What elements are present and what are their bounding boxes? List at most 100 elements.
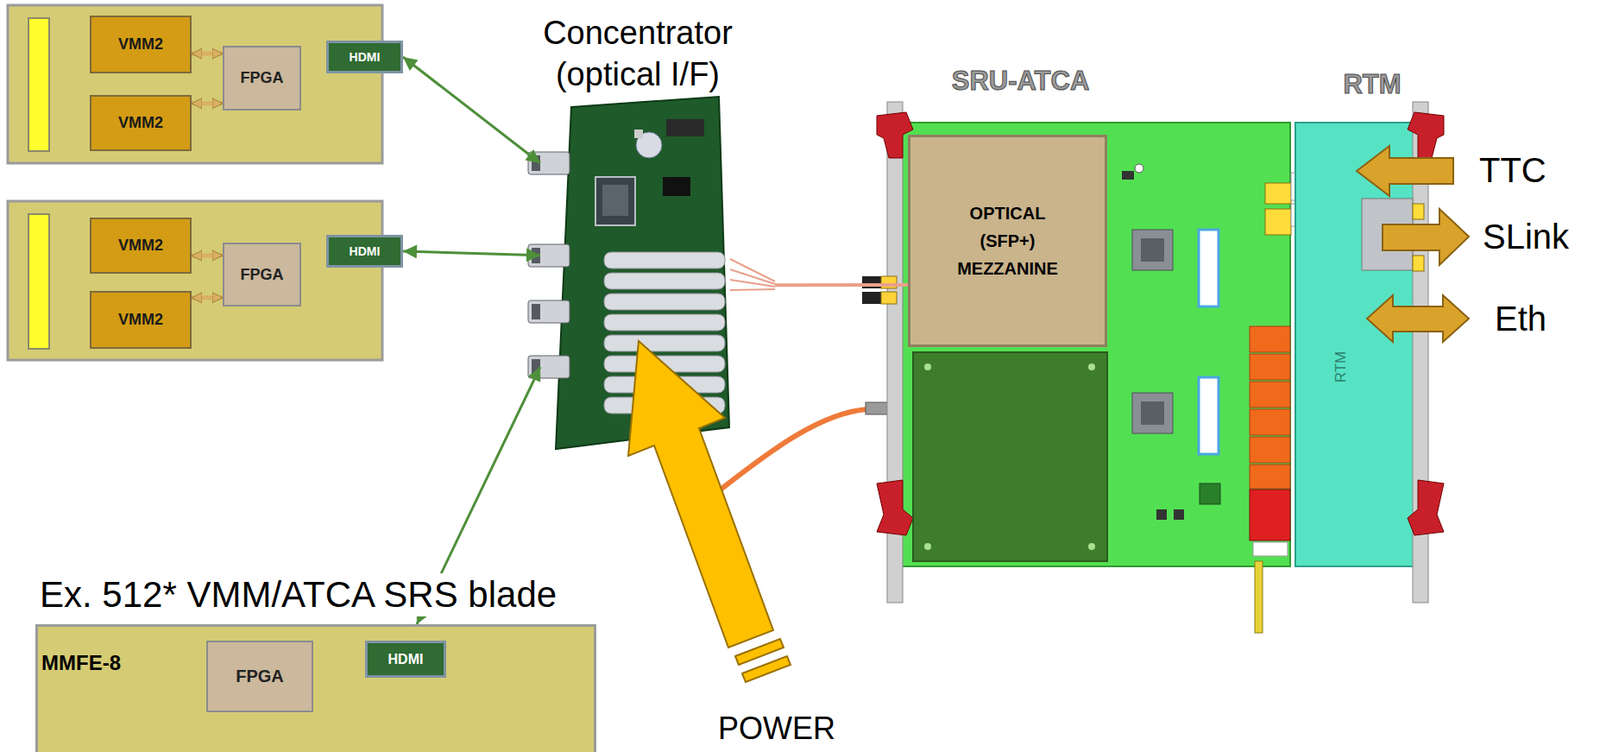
power-label: POWER [716, 709, 838, 747]
frontend-board-art [7, 201, 383, 360]
concentrator-pcb [604, 251, 725, 269]
sru-blade-art [1134, 163, 1144, 173]
rtm-art [1412, 255, 1424, 271]
fpga-chip: FPGA [222, 45, 302, 111]
power-arrow [628, 340, 774, 648]
concentrator-pcb [604, 334, 725, 352]
concentrator-pcb [528, 151, 570, 175]
frontend-board-art [28, 18, 50, 152]
sru-blade-art [1198, 229, 1219, 307]
sru-blade-art [1265, 208, 1292, 235]
sru-blade-art [1173, 509, 1185, 520]
power-arrow [628, 340, 791, 682]
sru-blade-label: SRU-ATCA [951, 65, 1090, 97]
signal-arrow-art [1356, 145, 1469, 342]
concentrator-board-label: Concentrator (optical I/F) [529, 12, 746, 95]
signal-connector [191, 51, 223, 57]
rtm-art [1407, 112, 1444, 158]
note-label: Ex. 512* VMM/ATCA SRS blade [37, 573, 559, 617]
fpga-chip: FPGA [206, 640, 314, 712]
signal-connector [191, 295, 223, 300]
concentrator-pcb [604, 293, 725, 310]
hdmi-connector: HDMI [326, 40, 404, 74]
rtm-card: RTMRTM [1295, 122, 1417, 567]
sru-blade-art [881, 291, 897, 304]
sru-blade-art [862, 101, 1336, 633]
sru-blade-art [1249, 353, 1291, 380]
asic-chip-label: VMM2 [118, 113, 164, 133]
frontend-board-label: MMFE-8 [41, 650, 121, 675]
hdmi-connector: HDMI [365, 640, 447, 678]
sru-blade-art [1253, 541, 1288, 556]
mezzanine-card: OPTICAL (SFP+) MEZZANINE [907, 134, 1108, 347]
concentrator-pcb [531, 303, 541, 320]
sru-blade-art [1132, 392, 1173, 434]
signal-connector [774, 283, 908, 287]
concentrator-board: Concentrator (optical I/F) [540, 96, 775, 454]
sru-blade-art [1249, 326, 1291, 353]
sru-blade-art [1088, 363, 1096, 371]
hdmi-connector-label: HDMI [388, 651, 424, 668]
sru-blade-art [897, 122, 1291, 567]
concentrator-pcb [602, 184, 629, 216]
sru-blade-art [1132, 229, 1173, 271]
signal-label: TTC [1477, 149, 1549, 191]
asic-chip: VMM2 [89, 290, 192, 349]
fpga-chip-label: FPGA [235, 666, 284, 687]
sru-blade-art [1198, 377, 1219, 454]
sru-blade-art [1249, 381, 1291, 408]
sru-blade-art [1249, 436, 1291, 463]
sru-blade-art [1140, 238, 1165, 262]
concentrator-pcb [595, 176, 636, 226]
signal-arrow-art [1366, 295, 1469, 342]
sru-blade-art [1249, 489, 1291, 541]
rtm-art [1412, 203, 1424, 220]
signal-connector [403, 251, 541, 256]
hdmi-connector-label: HDMI [349, 50, 381, 64]
sru-blade-art [924, 542, 932, 550]
sru-blade-art [876, 479, 914, 536]
fpga-chip: FPGA [222, 242, 302, 307]
fpga-chip-label: FPGA [239, 265, 284, 284]
frontend-board-art [7, 5, 383, 164]
sru-blade-art [862, 291, 882, 304]
sru-blade-art [924, 363, 932, 371]
asic-chip: VMM2 [89, 15, 192, 74]
asic-chip-label: VMM2 [118, 236, 164, 255]
frontend-board: MMFE-8FPGA HDMI [35, 623, 597, 752]
signal-connector [191, 252, 223, 258]
sru-blade-art [1254, 560, 1263, 633]
sru-blade-art [1199, 483, 1221, 504]
signal-arrow-art [1356, 145, 1454, 196]
asic-chip: VMM2 [89, 94, 192, 152]
signal-connector [403, 56, 541, 164]
asic-chip-label: VMM2 [118, 35, 164, 54]
hdmi-connector: HDMI [326, 234, 404, 268]
signal-connector [191, 100, 223, 106]
concentrator-pcb [730, 258, 775, 290]
rtm-art [1407, 479, 1444, 536]
asic-chip-label: VMM2 [118, 310, 164, 329]
sru-blade-art [1140, 401, 1165, 425]
signal-label: SLink [1480, 215, 1571, 258]
asic-chip: VMM2 [89, 217, 192, 274]
mezzanine-card-label: OPTICAL (SFP+) MEZZANINE [943, 199, 1073, 283]
concentrator-pcb [604, 314, 725, 331]
rtm-card-label: RTM [1342, 69, 1401, 101]
power-cable [865, 402, 889, 415]
hdmi-connector-label: HDMI [349, 244, 381, 259]
sru-blade-art [1088, 542, 1096, 550]
sru-blade-art [1249, 464, 1291, 489]
rtm-card-label: RTM [1332, 351, 1350, 384]
sru-blade-art [1121, 170, 1134, 180]
concentrator-pcb [666, 119, 705, 137]
concentrator-pcb [528, 355, 570, 378]
sru-blade-art [1249, 409, 1291, 435]
sru-blade-art [1265, 182, 1292, 204]
concentrator-pcb [662, 176, 691, 196]
concentrator-pcb [528, 300, 570, 323]
sru-blade-art [913, 352, 1108, 561]
frontend-board-art [28, 214, 50, 349]
signal-arrow-art [1382, 208, 1469, 265]
